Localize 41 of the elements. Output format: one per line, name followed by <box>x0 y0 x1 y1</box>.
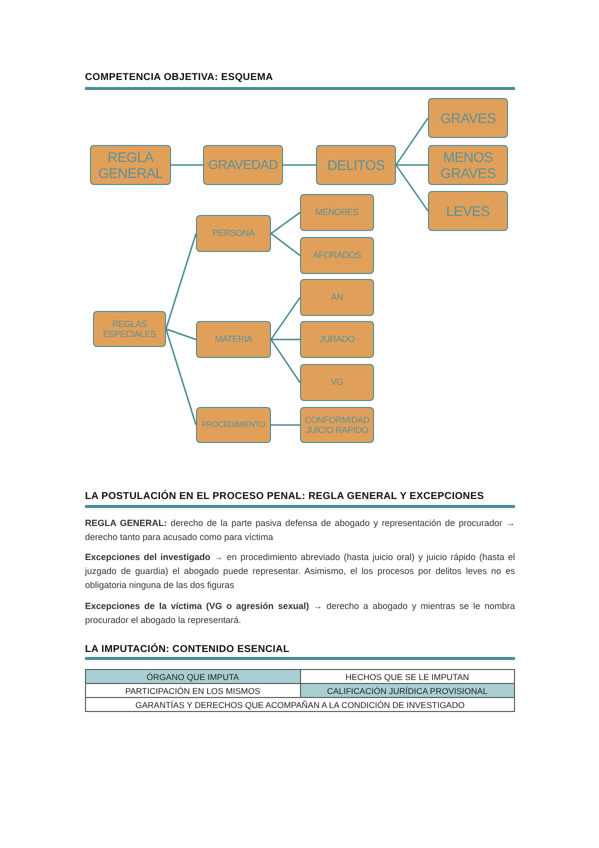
concept-box: MENORES <box>300 194 374 231</box>
connector-line <box>270 297 301 340</box>
section-heading: COMPETENCIA OBJETIVA: ESQUEMA <box>85 72 274 83</box>
connector-line <box>165 233 197 330</box>
paragraph: REGLA GENERAL: derecho de la parte pasiva defensa de abogado y representación de procurador → derecho tanto para acusado como para víctima <box>85 517 515 544</box>
connector-line <box>271 424 300 426</box>
concept-box: AFORADOS <box>300 237 374 274</box>
connector-line <box>395 118 429 166</box>
concept-box: MATERIA <box>196 321 271 358</box>
concept-box: REGLAS ESPECIALES <box>93 311 166 347</box>
table-cell: CALIFICACIÓN JURÍDICA PROVISIONAL <box>300 684 514 698</box>
concept-box: GRAVES <box>428 98 508 138</box>
concept-box: PERSONA <box>196 215 271 252</box>
connector-line <box>395 164 429 212</box>
connector-line <box>270 232 300 256</box>
concept-box: LEVES <box>428 191 508 231</box>
connector-line <box>270 339 301 383</box>
section-heading: LA IMPUTACIÓN: CONTENIDO ESENCIAL <box>85 644 290 655</box>
paragraph: Excepciones del investigado → en procedimiento abreviado (hasta juicio oral) y juicio rápido (hasta el juzgado de guardia) el abogado puede representar. Asimismo, el los procesos por delitos leves no es obligatoria ninguna de las dos figuras <box>85 551 515 592</box>
concept-box: DELITOS <box>316 145 396 185</box>
paragraph: Excepciones de la víctima (VG o agresión sexual) → derecho a abogado y mientras se le nombra procurador el abogado la representará. <box>85 600 515 627</box>
table-cell: HECHOS QUE SE LE IMPUTAN <box>300 670 514 684</box>
table-cell: ÓRGANO QUE IMPUTA <box>86 670 300 684</box>
concept-box: MENOS GRAVES <box>428 145 508 185</box>
concept-box: REGLA GENERAL <box>90 145 171 185</box>
concept-box: PROCEDIMIENTO <box>196 407 271 443</box>
concept-box: CONFORMIDAD JUICIO RAPIDO <box>300 407 374 443</box>
connector-line <box>283 164 316 166</box>
connector-line <box>166 328 196 340</box>
connector-line <box>396 164 428 166</box>
table-cell: PARTICIPACIÓN EN LOS MISMOS <box>86 684 300 698</box>
concept-box: GRAVEDAD <box>203 145 283 185</box>
section-heading: LA POSTULACIÓN EN EL PROCESO PENAL: REGLA GENERAL Y EXCEPCIONES <box>85 491 484 502</box>
concept-box: AN <box>300 279 374 316</box>
connector-line <box>165 328 197 426</box>
table-cell: GARANTÍAS Y DERECHOS QUE ACOMPAÑAN A LA CONDICIÓN DE INVESTIGADO <box>86 698 514 712</box>
concept-box: VG <box>300 364 374 401</box>
connector-line <box>171 164 203 166</box>
connector-line <box>270 212 300 234</box>
connector-line <box>271 338 300 340</box>
concept-box: JURADO <box>300 321 374 358</box>
